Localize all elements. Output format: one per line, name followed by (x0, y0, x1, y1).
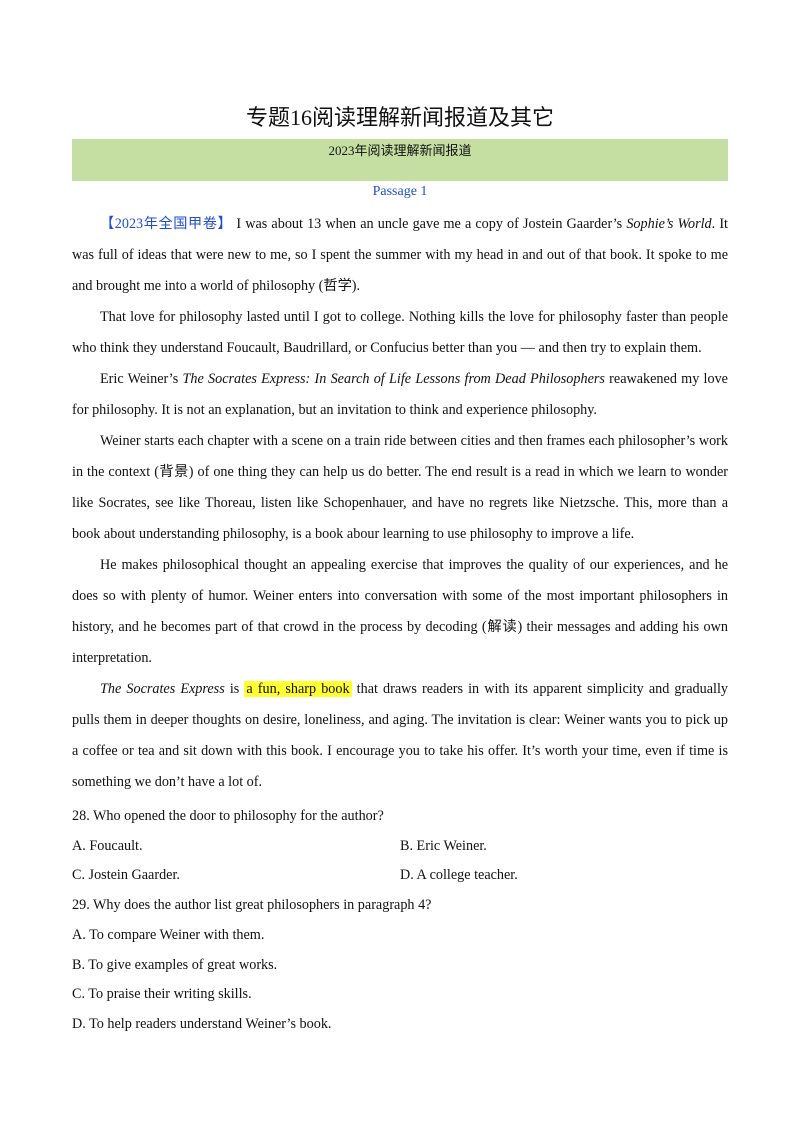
book-title-sophies-world: Sophie’s World (626, 216, 712, 232)
book-title-socrates-express: The Socrates Express (100, 681, 225, 697)
paragraph-6-text-a: is (224, 681, 245, 697)
passage-body: 【2023年全国甲卷】 I was about 13 when an uncle… (72, 209, 728, 798)
paragraph-5: He makes philosophical thought an appeal… (72, 557, 728, 666)
paragraph-2: That love for philosophy lasted until I … (72, 309, 728, 356)
question-28-options-row-2: C. Jostein Gaarder. D. A college teacher… (72, 861, 728, 891)
question-29-option-c: C. To praise their writing skills. (72, 986, 252, 1003)
paragraph-1: 【2023年全国甲卷】 I was about 13 when an uncle… (72, 209, 728, 302)
paragraph-3: Eric Weiner’s The Socrates Express: In S… (72, 364, 728, 426)
book-title-socrates-express-full: The Socrates Express: In Search of Life … (182, 371, 605, 387)
question-28-option-b: B. Eric Weiner. (400, 837, 487, 854)
paragraph-6-text-b: that draws readers in with its apparent … (72, 681, 728, 790)
paragraph-1-text-b: . It was full of ideas that were new to … (72, 216, 728, 294)
paragraph-4: Weiner starts each chapter with a scene … (72, 433, 728, 542)
question-28-stem: 28. Who opened the door to philosophy fo… (72, 808, 384, 824)
question-29-option-a: A. To compare Weiner with them. (72, 926, 265, 943)
question-28-option-d: D. A college teacher. (400, 867, 518, 884)
question-28-options-row-1: A. Foucault. B. Eric Weiner. (72, 832, 728, 862)
question-28-option-c: C. Jostein Gaarder. (72, 867, 180, 884)
paragraph-6: The Socrates Express is a fun, sharp boo… (72, 674, 728, 798)
question-29-option-d: D. To help readers understand Weiner’s b… (72, 1015, 332, 1032)
paragraph-3-text-b: reawakened my love for philosophy. It is… (72, 371, 728, 418)
page-title: 专题16阅读理解新闻报道及其它 (245, 105, 554, 130)
questions-section: 28. Who opened the door to philosophy fo… (72, 802, 728, 1040)
source-tag: 【2023年全国甲卷】 (100, 216, 233, 232)
question-28-option-a: A. Foucault. (72, 837, 143, 854)
passage-label: Passage 1 (372, 184, 428, 199)
section-banner: 2023年阅读理解新闻报道 (72, 139, 728, 181)
paragraph-3-text-a: Eric Weiner’s (100, 371, 183, 387)
question-29-option-b: B. To give examples of great works. (72, 956, 278, 973)
question-29-stem: 29. Why does the author list great philo… (72, 897, 432, 914)
highlighted-phrase: a fun, sharp book (244, 681, 352, 697)
paragraph-1-text-a: I was about 13 when an uncle gave me a c… (232, 216, 627, 232)
